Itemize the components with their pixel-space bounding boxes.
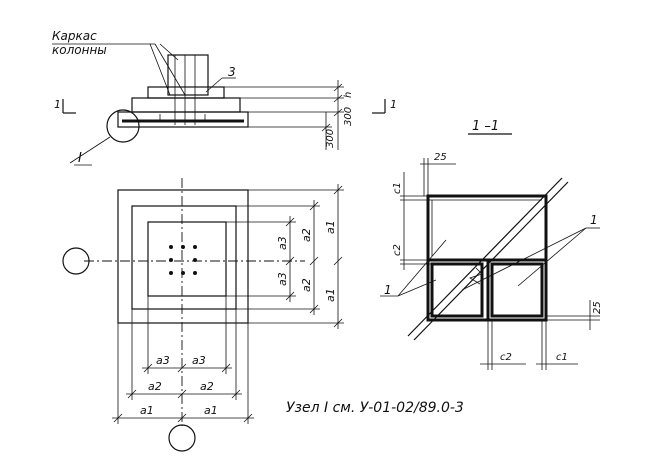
dim-tick (321, 123, 331, 132)
frame-label-line1: Каркас (52, 29, 97, 43)
dim-a3-bottom-left: a3 (156, 354, 170, 367)
dim-c1-left: c1 (392, 182, 403, 194)
elevation-view: Каркас колонны 3 I 1 (52, 29, 397, 166)
foundation-slab (117, 111, 249, 128)
column (167, 54, 209, 96)
rebar-dot (169, 271, 173, 275)
plan-step-middle (131, 205, 237, 310)
dim-a2-bottom-left: a2 (148, 380, 162, 393)
section-view: 1 –1 1 1 25 c1 c2 (380, 119, 603, 370)
dim-a1-upper: a1 (324, 220, 337, 234)
item1-label-left: 1 (384, 283, 392, 297)
rebar-dot (181, 271, 185, 275)
dim-tick (333, 318, 343, 328)
item1-leader (397, 279, 437, 297)
dim-300-lower: 300 (325, 129, 336, 148)
item1-leader (397, 239, 447, 297)
dim-a2-lower: a2 (300, 278, 313, 292)
dim-tick (309, 201, 319, 211)
foundation-step-top (147, 86, 225, 99)
section-cell-small (430, 262, 484, 318)
section-mark-right: 1 (390, 98, 397, 111)
dim-tick (333, 83, 343, 92)
plan-view: a3 a3 a2 a2 a1 a1 a3 a3 a2 a2 a1 a1 (62, 178, 344, 452)
dim-tick (143, 363, 153, 373)
dim-a1-lower: a1 (324, 288, 337, 302)
dim-tick (309, 256, 319, 266)
dim-a1-bottom-left: a1 (140, 404, 154, 417)
dim-tick (333, 108, 343, 117)
dim-tick (177, 389, 187, 399)
foundation-step-middle (131, 97, 241, 113)
node-i-circle (106, 109, 140, 143)
break-line (413, 181, 569, 341)
dim-a2-bottom-right: a2 (200, 380, 214, 393)
dim-h: h (343, 92, 354, 98)
dim-tick (113, 413, 123, 423)
dim-tick (309, 304, 319, 314)
item3-label: 3 (228, 65, 236, 79)
dim-a3-upper: a3 (276, 236, 289, 250)
frame-label-line2: колонны (52, 43, 107, 57)
rebar-dot (193, 258, 197, 262)
item3-leader (205, 77, 223, 93)
dim-25-right: 25 (592, 301, 603, 314)
node-reference-note: Узел I см. У-01-02/89.0-3 (286, 400, 464, 416)
plan-slab (117, 189, 249, 324)
plan-step-top (147, 221, 227, 297)
dim-300-upper: 300 (343, 107, 354, 126)
break-zigzag (469, 267, 483, 285)
rebar-dot (193, 245, 197, 249)
rebar-dot (193, 271, 197, 275)
item1-leader (461, 227, 587, 291)
dim-a2-upper: a2 (300, 228, 313, 242)
axis-bubble-left (62, 247, 90, 275)
dim-tick (333, 185, 343, 195)
node-i-leader (69, 136, 111, 164)
dim-c1-bottom: c1 (556, 352, 568, 363)
dim-tick (285, 291, 295, 301)
item1-leader (517, 227, 587, 287)
rebar-dot (181, 245, 185, 249)
dim-tick (333, 94, 343, 103)
dim-c2-left: c2 (392, 244, 403, 256)
dim-tick (177, 363, 187, 373)
node-i-label: I (78, 151, 82, 166)
rebar-dots (169, 245, 197, 275)
dim-a1-bottom-right: a1 (204, 404, 218, 417)
dim-c2-bottom: c2 (500, 352, 512, 363)
dim-tick (127, 389, 137, 399)
section-cell-right (490, 262, 544, 318)
dim-tick (221, 363, 231, 373)
dim-tick (243, 413, 253, 423)
dim-tick (285, 217, 295, 227)
item1-label-right: 1 (590, 213, 598, 227)
rebar-dot (169, 258, 173, 262)
axis-bubble-bottom (168, 424, 196, 452)
dim-tick (285, 256, 295, 266)
dim-tick (333, 256, 343, 266)
dim-a3-bottom-right: a3 (192, 354, 206, 367)
dim-tick (231, 389, 241, 399)
break-line (407, 177, 563, 337)
rebar-dot (169, 245, 173, 249)
section-title: 1 –1 (472, 119, 499, 134)
dim-a3-lower: a3 (276, 272, 289, 286)
dim-25-top: 25 (434, 152, 447, 163)
dim-tick (177, 413, 187, 423)
section-mark-left: 1 (54, 98, 61, 111)
